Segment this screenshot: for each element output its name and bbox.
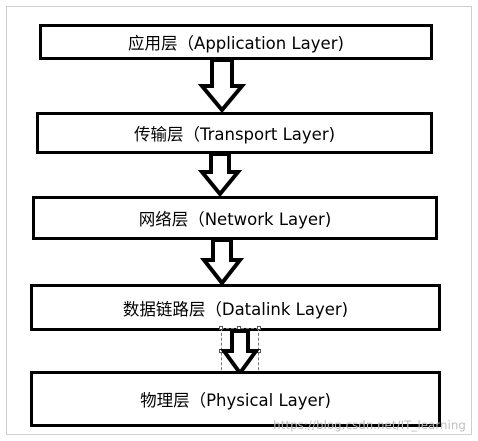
outer-frame <box>6 6 472 435</box>
arrow-application-to-transport <box>197 58 247 114</box>
datalink-layer-box: 数据链路层（Datalink Layer) <box>30 284 441 331</box>
physical-layer-label: 物理层（Physical Layer) <box>140 391 331 410</box>
transport-layer-label: 传输层（Transport Layer) <box>133 125 336 144</box>
transport-layer-box: 传输层（Transport Layer) <box>36 112 433 154</box>
watermark-text: https://blog.csdn.net/IT_learning <box>273 418 466 432</box>
physical-layer-box: 物理层（Physical Layer) <box>30 371 441 427</box>
arrow-datalink-to-physical <box>220 329 260 377</box>
datalink-layer-label: 数据链路层（Datalink Layer) <box>122 299 349 319</box>
application-layer-label: 应用层（Application Layer) <box>128 34 344 53</box>
network-layer-label: 网络层（Network Layer) <box>138 210 332 229</box>
arrow-transport-to-network <box>197 152 243 198</box>
selection-handle <box>257 326 261 330</box>
arrow-network-to-datalink <box>199 238 245 287</box>
application-layer-box: 应用层（Application Layer) <box>39 24 433 60</box>
selection-handle <box>219 326 223 330</box>
network-layer-box: 网络层（Network Layer) <box>32 196 438 240</box>
